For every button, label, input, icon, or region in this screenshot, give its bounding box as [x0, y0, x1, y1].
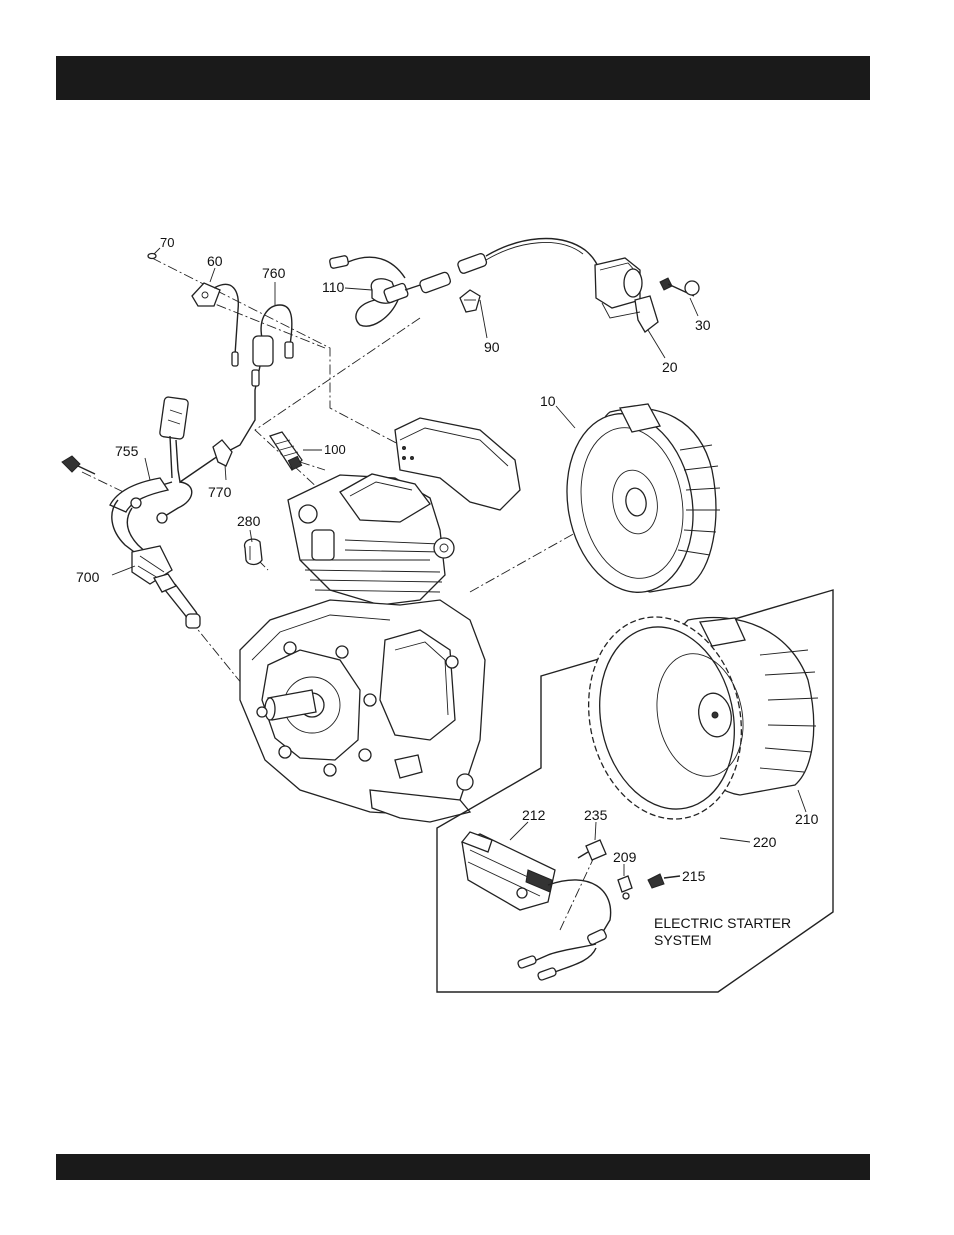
- footer-bar: [56, 1154, 870, 1180]
- callout-90: 90: [484, 339, 500, 355]
- flywheel: [553, 404, 720, 603]
- ignition-coil-assembly: [329, 239, 699, 332]
- inset-title-line2: SYSTEM: [654, 932, 712, 948]
- inset-title-line1: ELECTRIC STARTER: [654, 915, 791, 931]
- callout-20: 20: [662, 359, 678, 375]
- callout-760: 760: [262, 265, 286, 281]
- callout-212: 212: [522, 807, 546, 823]
- callout-700: 700: [76, 569, 100, 585]
- callout-235: 235: [584, 807, 608, 823]
- callout-labels: 70 60 760 110 90 30 20 10 100 755 770 28…: [76, 235, 819, 948]
- callout-215: 215: [682, 868, 706, 884]
- callout-220: 220: [753, 834, 777, 850]
- callout-770: 770: [208, 484, 232, 500]
- callout-209: 209: [613, 849, 637, 865]
- callout-30: 30: [695, 317, 711, 333]
- callout-210: 210: [795, 811, 819, 827]
- engine-block: [240, 418, 520, 822]
- callout-110: 110: [322, 279, 345, 295]
- callout-70: 70: [160, 235, 174, 250]
- callout-60: 60: [207, 253, 223, 269]
- callout-280: 280: [237, 513, 261, 529]
- callout-755: 755: [115, 443, 139, 459]
- callout-100: 100: [324, 442, 346, 457]
- starter-inset: [437, 590, 833, 992]
- callout-10: 10: [540, 393, 556, 409]
